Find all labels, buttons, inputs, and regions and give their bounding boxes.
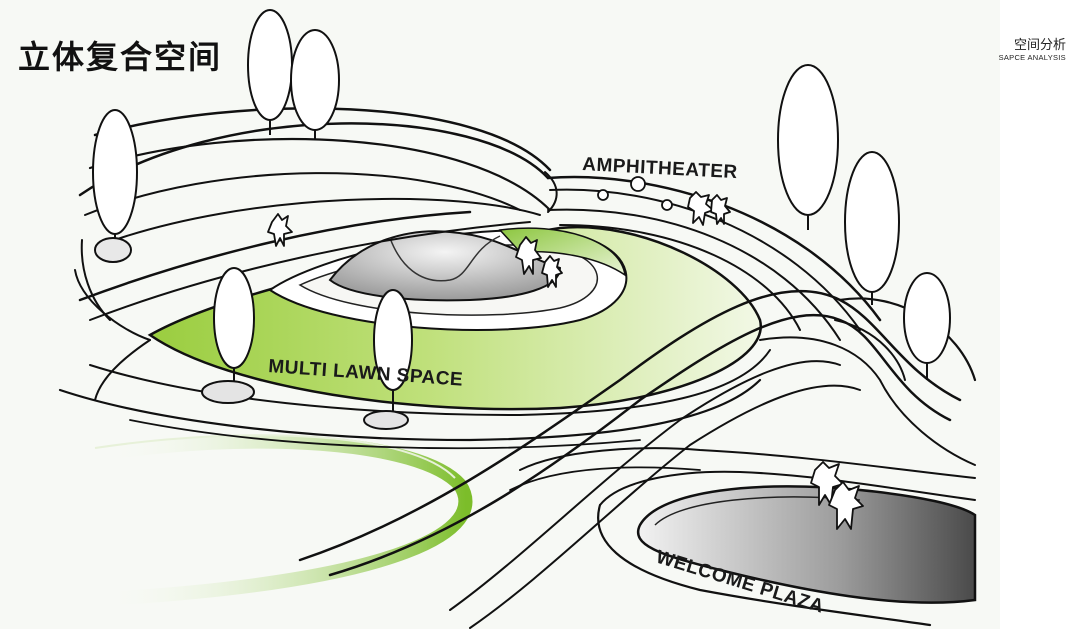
tree-icon (903, 272, 951, 380)
tree-icon (777, 64, 839, 230)
tree-icon (844, 151, 900, 305)
section-title-zh: 空间分析 (1013, 38, 1066, 53)
person-icon (267, 213, 293, 247)
people-figures (267, 191, 864, 530)
person-icon (710, 194, 731, 225)
tree-icon (201, 267, 255, 404)
upper-ramp (74, 107, 552, 341)
amphitheater-seats (597, 176, 673, 211)
section-title-en: SAPCE ANALYSIS (998, 53, 1066, 62)
page-title: 立体复合空间 (18, 38, 223, 76)
tree-icon (247, 9, 293, 135)
outer-rings (58, 339, 771, 450)
trees (92, 9, 951, 430)
person-icon (687, 191, 714, 226)
wave-bridge (298, 289, 977, 629)
person-icon (515, 236, 542, 275)
tree-icon (290, 29, 340, 140)
person-icon (828, 481, 864, 530)
welcome-plaza-area (637, 485, 977, 604)
lawn-path-band (88, 434, 473, 605)
tree-icon (92, 109, 138, 263)
plaza-track (509, 447, 976, 627)
tree-icon (363, 289, 413, 430)
person-icon (810, 461, 844, 506)
section-label: 空间分析 SAPCE ANALYSIS (999, 34, 1066, 62)
person-icon (541, 255, 563, 288)
